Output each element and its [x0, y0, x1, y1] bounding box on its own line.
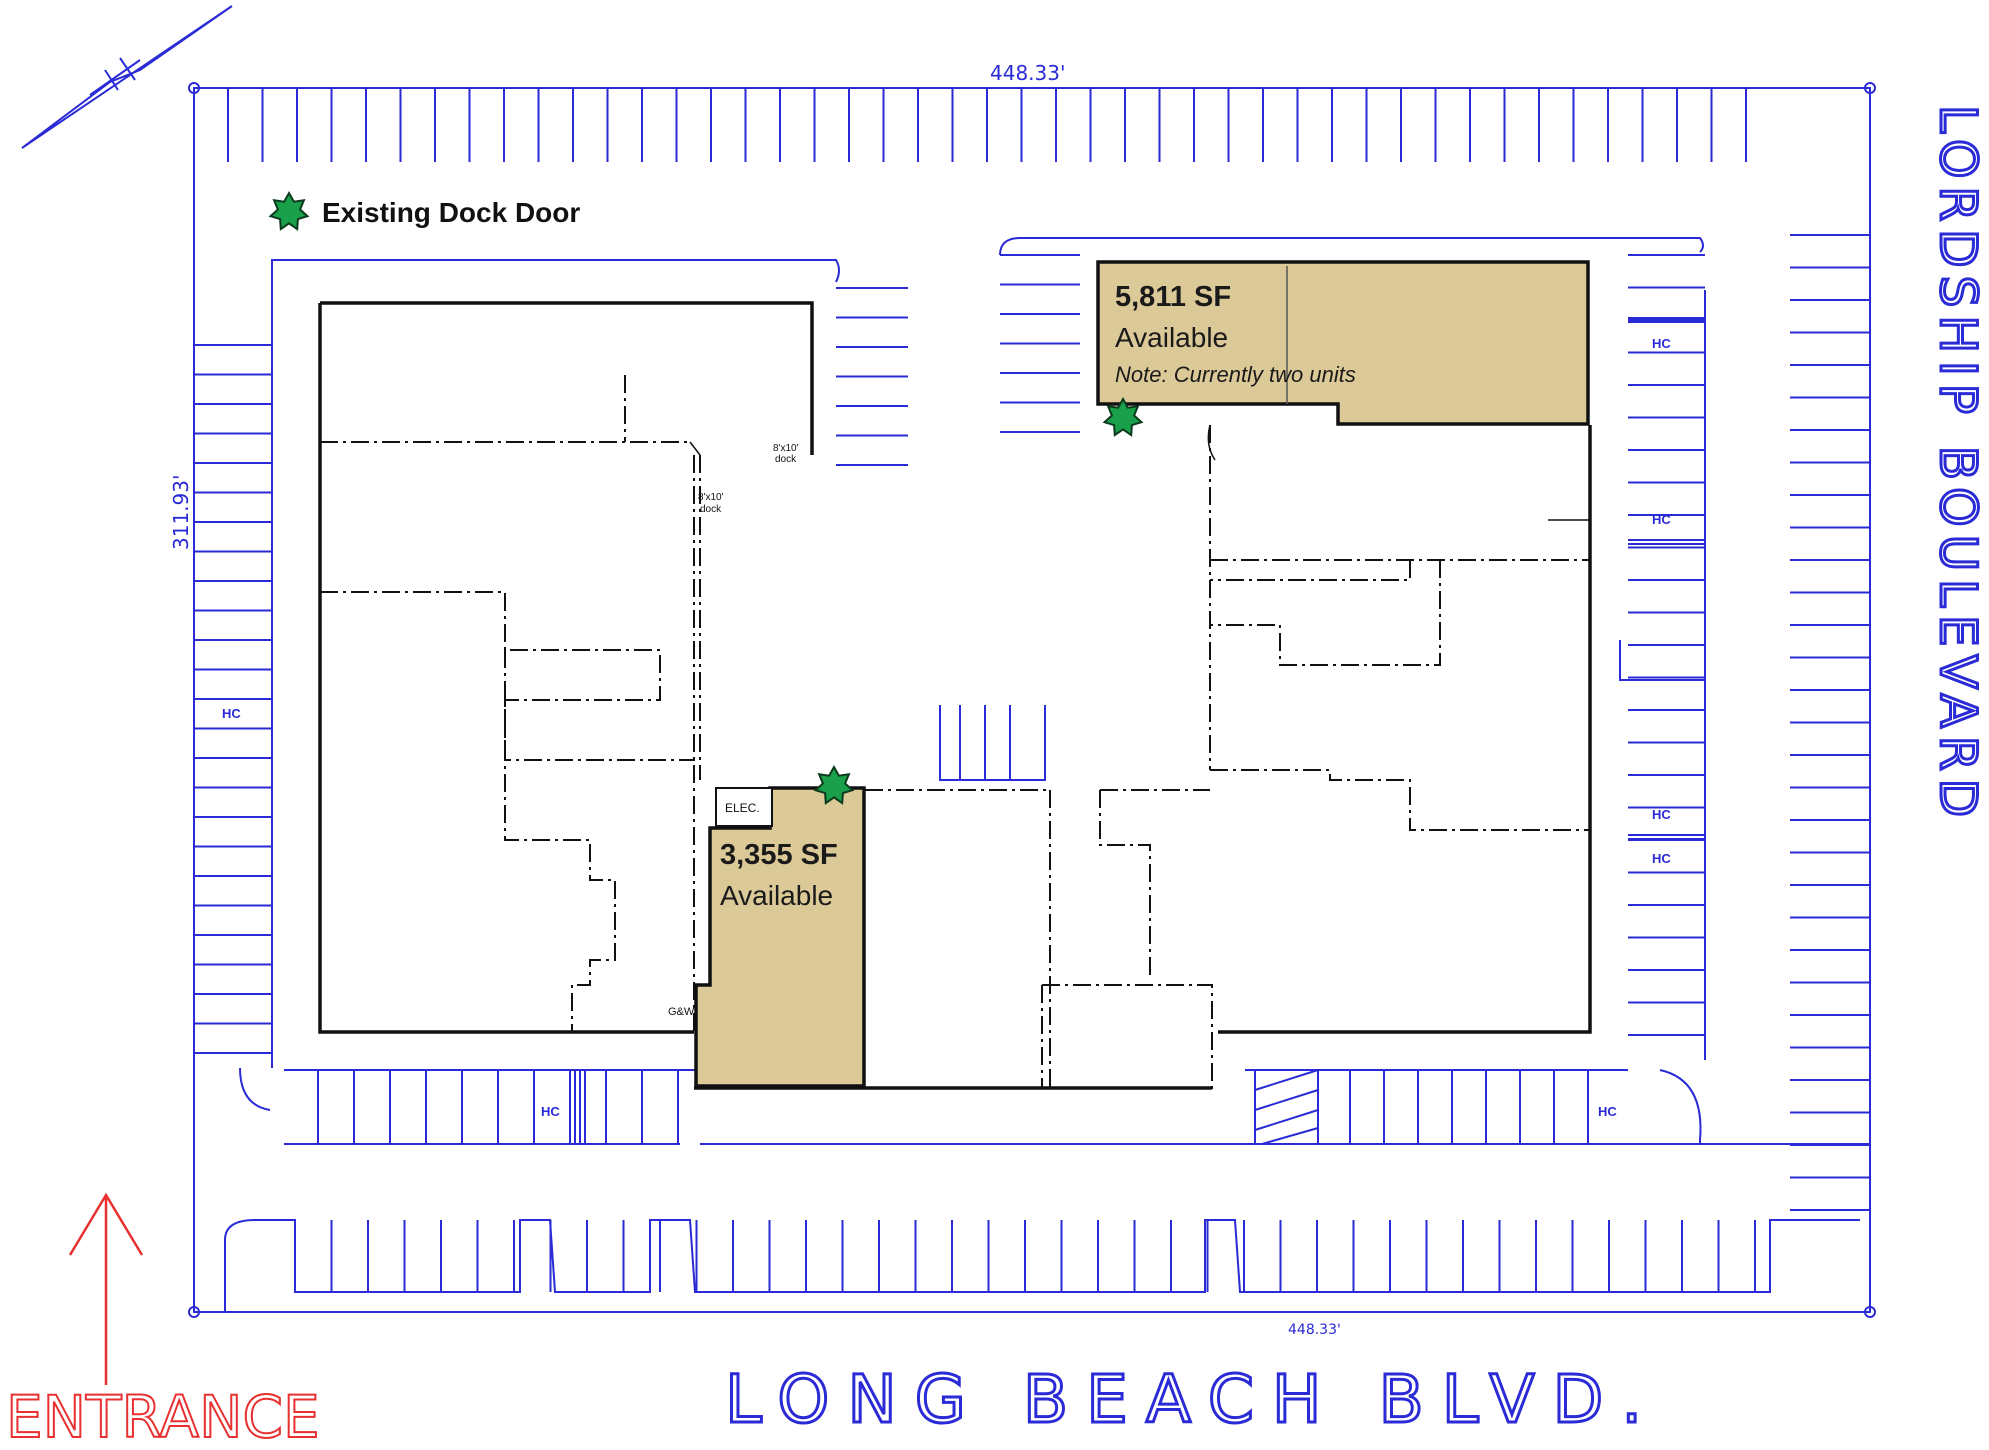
dock-label-1a: 8'x10' — [773, 443, 799, 454]
street-bottom: LONG BEACH BLVD. — [725, 1361, 1660, 1438]
unit-3355-status: Available — [720, 880, 833, 911]
hc-label: HC — [222, 706, 241, 721]
north-arrow-icon — [21, 5, 233, 149]
entrance-marker: ENTRANCE — [5, 1192, 321, 1450]
arrow-up-icon — [68, 1192, 144, 1385]
hc-label: HC — [1652, 851, 1671, 866]
building-right — [694, 424, 1592, 1090]
unit-3355[interactable]: 3,355 SF Available — [694, 786, 866, 1088]
dock-doors — [813, 396, 1144, 805]
dock-door-star-icon — [1102, 396, 1144, 437]
dock-label-1b: dock — [775, 454, 797, 465]
gw-label: G&W — [668, 1006, 695, 1018]
property-boundary — [188, 82, 1876, 1318]
dock-door-star-icon — [813, 764, 855, 805]
hatched-aisles — [574, 317, 1705, 1145]
hc-label: HC — [541, 1104, 560, 1119]
dock-label-2a: 8'x10' — [698, 492, 724, 503]
legend: Existing Dock Door — [268, 190, 580, 231]
dock-door-star-icon — [268, 190, 310, 231]
entrance-label: ENTRANCE — [6, 1383, 320, 1450]
unit-5811[interactable]: 5,811 SF Available Note: Currently two u… — [1096, 260, 1590, 426]
hc-label: HC — [1598, 1104, 1617, 1119]
unit-5811-note: Note: Currently two units — [1115, 362, 1356, 387]
unit-5811-area: 5,811 SF — [1115, 281, 1231, 313]
dock-label-2b: dock — [700, 504, 722, 515]
elec-room: ELEC. — [715, 787, 773, 827]
hc-label: HC — [1652, 807, 1671, 822]
building-left — [318, 301, 814, 1034]
street-right: LORDSHIP BOULEVARD — [1929, 105, 1987, 825]
unit-5811-status: Available — [1115, 322, 1228, 353]
center-dock-stalls — [939, 705, 1046, 781]
parking-stalls — [194, 88, 1870, 1292]
elec-label: ELEC. — [725, 801, 760, 815]
dimension-bottom: 448.33' — [1288, 1322, 1341, 1338]
dimension-top: 448.33' — [990, 61, 1065, 85]
hc-label: HC — [1652, 512, 1671, 527]
dimension-left: 311.93' — [169, 475, 193, 550]
legend-label: Existing Dock Door — [322, 197, 580, 228]
hc-label: HC — [1652, 336, 1671, 351]
dock-door-star-icon — [268, 190, 310, 231]
unit-3355-area: 3,355 SF — [720, 839, 838, 871]
bottom-parking-edge — [224, 1219, 1860, 1312]
